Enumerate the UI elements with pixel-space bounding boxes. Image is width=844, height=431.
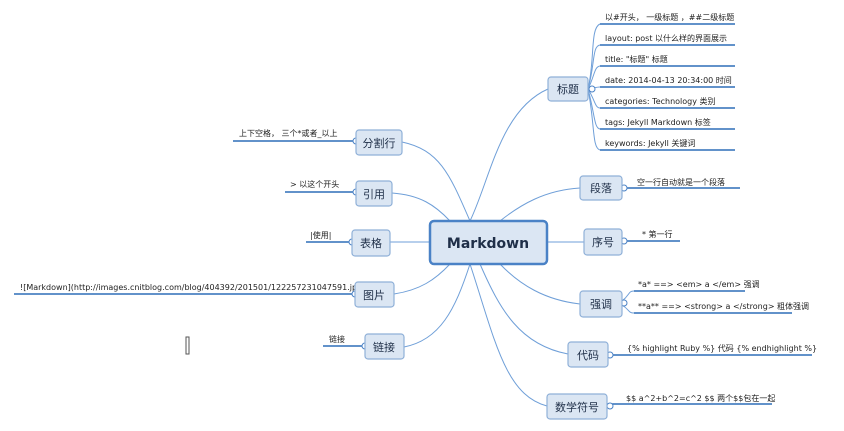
topic-image-label: 图片 xyxy=(363,289,385,302)
text-cursor xyxy=(185,336,190,355)
leaf-title-7: keywords: Jekyll 关键词 xyxy=(605,138,695,148)
leaf-title-5: categories: Technology 类别 xyxy=(605,96,716,106)
leaf-code: {% highlight Ruby %} 代码 {% endhighlight … xyxy=(627,343,817,353)
leaf-hr: 上下空格， 三个*或者_以上 xyxy=(239,128,338,138)
leaf-quote: > 以这个开头 xyxy=(290,179,339,189)
leaf-title-6: tags: Jekyll Markdown 标签 xyxy=(605,117,711,127)
leaf-title-3: title: "标题" 标题 xyxy=(605,54,668,64)
leaf-math: $$ a^2+b^2=c^2 $$ 两个$$包在一起 xyxy=(626,393,775,403)
topic-code-label: 代码 xyxy=(577,349,599,362)
leaf-image: ![Markdown](http://images.cnitblog.com/b… xyxy=(20,283,365,292)
topic-emph[interactable]: 强调 xyxy=(579,290,623,318)
topic-title-label: 标题 xyxy=(557,82,579,96)
root-label: Markdown xyxy=(447,236,529,252)
topic-quote-label: 引用 xyxy=(363,187,385,201)
leaf-link: 链接 xyxy=(329,334,345,344)
knob-title xyxy=(588,85,596,93)
root-node[interactable]: Markdown xyxy=(428,219,549,266)
knob-math xyxy=(606,402,614,410)
leaf-emph-2: **a** ==> <strong> a </strong> 粗体强调 xyxy=(638,301,809,311)
topic-link-label: 链接 xyxy=(373,340,395,354)
topic-table[interactable]: 表格 xyxy=(351,229,391,257)
leaf-order: * 第一行 xyxy=(642,229,673,239)
topic-link[interactable]: 链接 xyxy=(364,333,405,360)
topic-order[interactable]: 序号 xyxy=(583,228,623,256)
leaf-labels: 以#开头， 一级标题 ，##二级标题 layout: post 以什么样的界面展… xyxy=(20,12,817,403)
topic-title[interactable]: 标题 xyxy=(547,76,589,102)
topic-image[interactable]: 图片 xyxy=(354,281,395,308)
topic-para-label: 段落 xyxy=(590,181,612,195)
topic-order-label: 序号 xyxy=(592,235,614,249)
topic-hr-label: 分割行 xyxy=(363,136,396,150)
title-connectors xyxy=(587,23,601,151)
leaf-underlines xyxy=(14,23,812,405)
leaf-title-2: layout: post 以什么样的界面展示 xyxy=(605,33,727,43)
leaf-table: |使用| xyxy=(310,230,331,240)
leaf-emph-1: *a* ==> <em> a </em> 强调 xyxy=(638,280,760,289)
root-connectors xyxy=(390,88,584,407)
leaf-para: 空一行自动就是一个段落 xyxy=(637,177,725,187)
topic-hr[interactable]: 分割行 xyxy=(355,129,403,156)
topic-quote[interactable]: 引用 xyxy=(355,180,393,207)
leaf-title-1: 以#开头， 一级标题 ，##二级标题 xyxy=(605,12,734,22)
topic-para[interactable]: 段落 xyxy=(579,175,623,201)
topic-math[interactable]: 数学符号 xyxy=(546,393,608,420)
leaf-title-4: date: 2014-04-13 20:34:00 时间 xyxy=(605,75,732,85)
topic-math-label: 数学符号 xyxy=(555,400,599,414)
topic-code[interactable]: 代码 xyxy=(567,341,609,368)
topic-table-label: 表格 xyxy=(360,236,382,250)
topic-emph-label: 强调 xyxy=(590,298,612,311)
